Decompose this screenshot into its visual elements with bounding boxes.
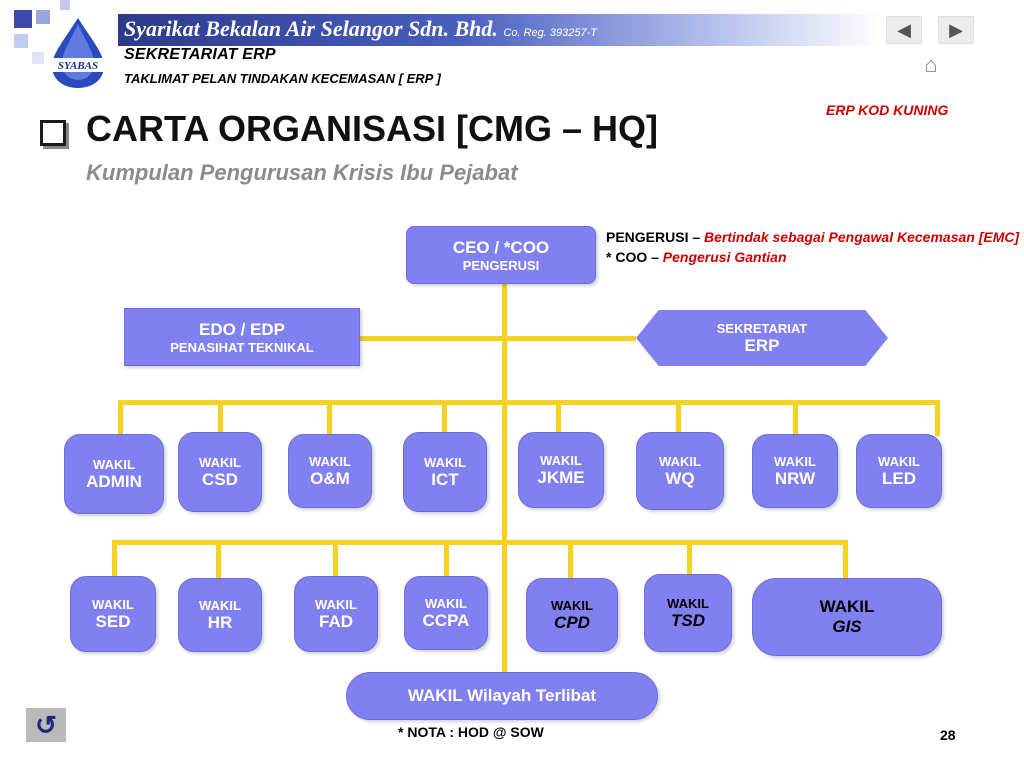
wakil-gis-box: WAKIL GIS — [752, 578, 942, 656]
wakil-unit: SED — [95, 611, 131, 631]
wakil-label: WAKIL — [659, 453, 701, 469]
wakil-ict-box: WAKIL ICT — [403, 432, 487, 512]
wakil-label: WAKIL — [774, 453, 816, 469]
wakil-unit: CSD — [202, 469, 238, 489]
wilayah-label: WAKIL Wilayah Terlibat — [407, 686, 597, 705]
wakil-label: WAKIL — [878, 453, 920, 469]
wakil-cpd-box: WAKIL CPD — [526, 578, 618, 652]
edo-edp-box: EDO / EDP PENASIHAT TEKNIKAL — [124, 308, 360, 366]
wakil-jkme-box: WAKIL JKME — [518, 432, 604, 508]
previous-slide-button[interactable]: ◀ — [886, 16, 922, 44]
wakil-label: WAKIL — [667, 595, 709, 611]
nota-text: * NOTA : HOD @ SOW — [398, 724, 544, 740]
wakil-unit: ICT — [431, 469, 459, 489]
wakil-label: WAKIL — [199, 597, 241, 613]
wakil-unit: NRW — [774, 468, 816, 488]
wakil-nrw-box: WAKIL NRW — [752, 434, 838, 508]
wakil-admin-box: WAKIL ADMIN — [64, 434, 164, 514]
wakil-hr-box: WAKIL HR — [178, 578, 262, 652]
page-number: 28 — [940, 727, 956, 743]
wakil-unit: CPD — [554, 612, 590, 632]
wakil-unit: ADMIN — [86, 471, 142, 491]
wakil-label: WAKIL — [309, 453, 351, 469]
wakil-label: WAKIL — [199, 454, 241, 470]
coo-text: Pengerusi Gantian — [662, 249, 787, 265]
home-button[interactable]: ⌂ — [918, 52, 944, 78]
wakil-sed-box: WAKIL SED — [70, 576, 156, 652]
triangle-right-icon: ▶ — [949, 19, 963, 40]
ceo-line2: PENGERUSI — [462, 257, 540, 273]
sekretariat-line1: SEKRETARIAT — [716, 320, 808, 336]
wakil-led-box: WAKIL LED — [856, 434, 942, 508]
erp-kod-label: ERP KOD KUNING — [826, 102, 949, 118]
back-button[interactable]: ↺ — [26, 708, 66, 742]
wakil-unit: CCPA — [422, 610, 470, 630]
wakil-label: WAKIL — [92, 596, 134, 612]
wakil-unit: TSD — [671, 610, 705, 630]
wakil-ccpa-box: WAKIL CCPA — [404, 576, 488, 650]
pengerusi-text: Bertindak sebagai Pengawal Kecemasan [EM… — [704, 229, 1020, 245]
syabas-logo: SYABAS — [46, 18, 110, 88]
edo-line1: EDO / EDP — [199, 319, 285, 339]
wakil-unit: LED — [882, 468, 916, 488]
page-title: CARTA ORGANISASI [CMG – HQ] — [86, 108, 658, 149]
wakil-label: WAKIL — [425, 595, 467, 611]
triangle-left-icon: ◀ — [897, 19, 911, 40]
company-reg: Co. Reg. 393257-T — [503, 27, 597, 39]
coo-label: * COO – — [606, 249, 659, 265]
header-subtitle-2: TAKLIMAT PELAN TINDAKAN KECEMASAN [ ERP … — [124, 71, 441, 86]
page-subtitle: Kumpulan Pengurusan Krisis Ibu Pejabat — [86, 160, 518, 185]
wakil-unit: JKME — [537, 467, 585, 487]
header-subtitle-1: SEKRETARIAT ERP — [124, 46, 276, 63]
wakil-unit: HR — [207, 612, 233, 632]
svg-text:SYABAS: SYABAS — [58, 60, 98, 72]
edo-line2: PENASIHAT TEKNIKAL — [170, 339, 314, 355]
pengerusi-label: PENGERUSI – — [606, 229, 701, 245]
wakil-wilayah-box: WAKIL Wilayah Terlibat — [346, 672, 658, 720]
wakil-label: WAKIL — [93, 456, 135, 472]
checkbox-bullet-icon — [40, 120, 66, 146]
home-icon: ⌂ — [924, 52, 938, 77]
ceo-line1: CEO / *COO — [452, 237, 550, 257]
wakil-fad-box: WAKIL FAD — [294, 576, 378, 652]
wakil-label: WAKIL — [551, 597, 593, 613]
ceo-coo-box: CEO / *COO PENGERUSI — [406, 226, 596, 284]
wakil-unit: GIS — [832, 617, 862, 636]
wakil-label: WAKIL — [315, 596, 357, 612]
next-slide-button[interactable]: ▶ — [938, 16, 974, 44]
header-title-bar — [118, 14, 882, 46]
wakil-label: WAKIL — [540, 452, 582, 468]
company-name: Syarikat Bekalan Air Selangor Sdn. Bhd. … — [124, 16, 597, 41]
wakil-tsd-box: WAKIL TSD — [644, 574, 732, 652]
wakil-om-box: WAKIL O&M — [288, 434, 372, 508]
return-arrow-icon: ↺ — [35, 710, 57, 740]
wakil-unit: WQ — [665, 468, 695, 488]
pengerusi-notes: PENGERUSI – Bertindak sebagai Pengawal K… — [606, 227, 1019, 267]
wakil-label: WAKIL — [424, 454, 466, 470]
sekretariat-line2: ERP — [744, 335, 780, 355]
wakil-label: WAKIL — [819, 597, 875, 616]
wakil-csd-box: WAKIL CSD — [178, 432, 262, 512]
wakil-unit: FAD — [319, 611, 353, 631]
sekretariat-erp-box: SEKRETARIAT ERP — [636, 310, 888, 366]
wakil-wq-box: WAKIL WQ — [636, 432, 724, 510]
wakil-unit: O&M — [310, 468, 350, 488]
